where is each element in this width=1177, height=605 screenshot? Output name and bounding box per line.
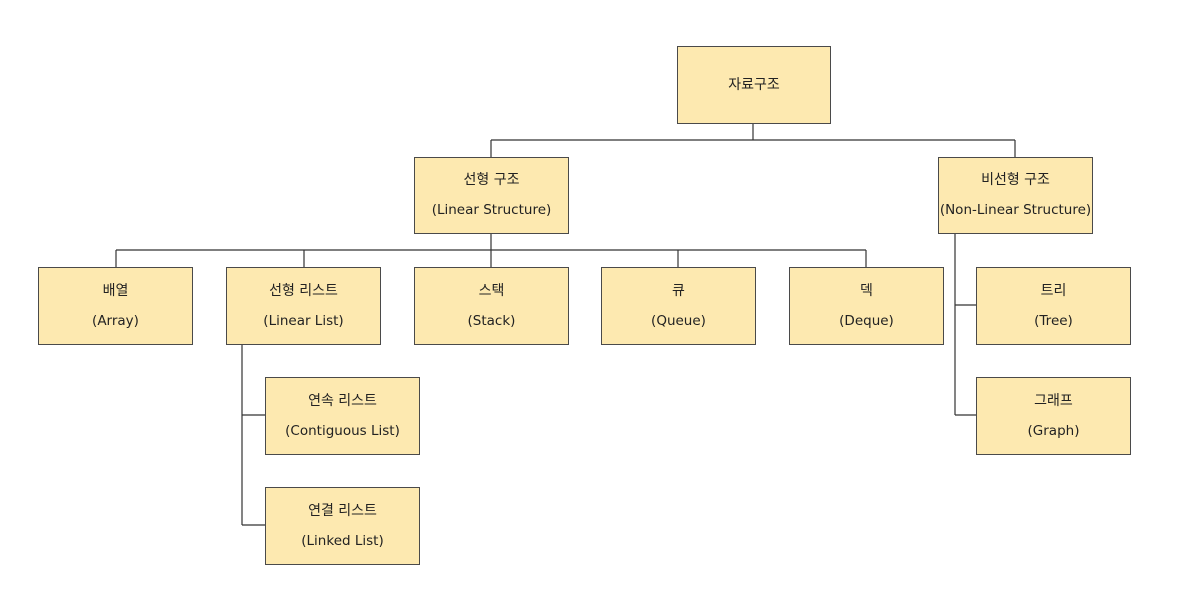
node-deque: 덱 (Deque) bbox=[789, 267, 944, 345]
node-nonlinear-structure-ko: 비선형 구조 bbox=[981, 172, 1050, 189]
node-deque-ko: 덱 bbox=[860, 282, 873, 299]
node-array-ko: 배열 bbox=[102, 282, 129, 299]
node-deque-en: (Deque) bbox=[839, 312, 894, 329]
node-queue-ko: 큐 bbox=[672, 282, 685, 299]
node-graph: 그래프 (Graph) bbox=[976, 377, 1131, 455]
node-contiguous-list-ko: 연속 리스트 bbox=[308, 392, 377, 409]
node-tree-ko: 트리 bbox=[1040, 282, 1067, 299]
node-nonlinear-structure: 비선형 구조 (Non-Linear Structure) bbox=[938, 157, 1093, 234]
node-stack-ko: 스택 bbox=[478, 282, 505, 299]
node-linear-list-en: (Linear List) bbox=[263, 312, 344, 329]
node-array: 배열 (Array) bbox=[38, 267, 193, 345]
node-tree-en: (Tree) bbox=[1034, 312, 1073, 329]
node-linked-list-ko: 연결 리스트 bbox=[308, 502, 377, 519]
node-contiguous-list-en: (Contiguous List) bbox=[285, 422, 400, 439]
node-linked-list-en: (Linked List) bbox=[301, 532, 384, 549]
node-graph-en: (Graph) bbox=[1027, 422, 1080, 439]
node-stack: 스택 (Stack) bbox=[414, 267, 569, 345]
node-tree: 트리 (Tree) bbox=[976, 267, 1131, 345]
node-linked-list: 연결 리스트 (Linked List) bbox=[265, 487, 420, 565]
node-queue-en: (Queue) bbox=[651, 312, 706, 329]
node-array-en: (Array) bbox=[92, 312, 139, 329]
node-linear-list: 선형 리스트 (Linear List) bbox=[226, 267, 381, 345]
node-stack-en: (Stack) bbox=[467, 312, 516, 329]
node-nonlinear-structure-en: (Non-Linear Structure) bbox=[939, 202, 1092, 219]
node-linear-structure-en: (Linear Structure) bbox=[431, 202, 552, 219]
node-linear-structure-ko: 선형 구조 bbox=[463, 172, 520, 189]
node-queue: 큐 (Queue) bbox=[601, 267, 756, 345]
node-linear-list-ko: 선형 리스트 bbox=[269, 282, 338, 299]
node-root: 자료구조 bbox=[677, 46, 831, 124]
node-contiguous-list: 연속 리스트 (Contiguous List) bbox=[265, 377, 420, 455]
node-root-label: 자료구조 bbox=[728, 77, 780, 93]
node-linear-structure: 선형 구조 (Linear Structure) bbox=[414, 157, 569, 234]
node-graph-ko: 그래프 bbox=[1034, 392, 1073, 409]
